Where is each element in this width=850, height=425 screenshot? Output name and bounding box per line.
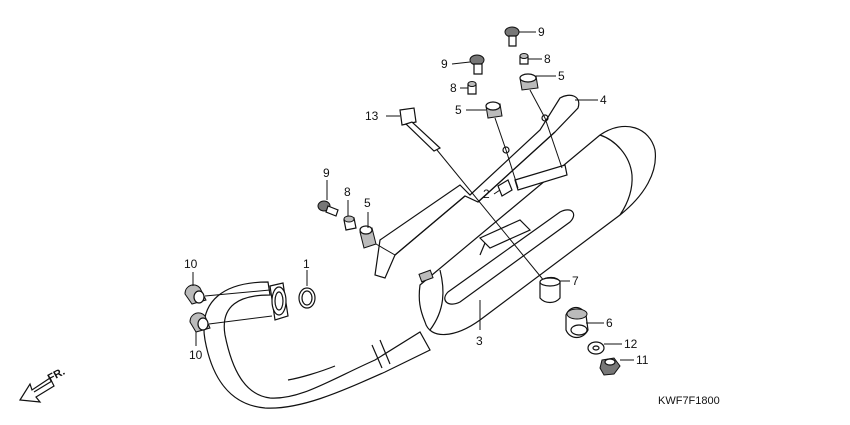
callout-10-upper: 10 [184,257,198,271]
callout-9-left: 9 [323,166,330,180]
callout-4: 4 [600,93,607,107]
callout-8-left: 8 [344,185,351,199]
callout-5-left: 5 [364,196,371,210]
bolt-left [317,200,339,217]
collar-left [343,215,357,231]
front-label: FR. [46,366,67,385]
callout-7: 7 [572,274,579,288]
muffler-protector [374,94,580,283]
callout-2: 2 [483,187,490,201]
callout-9-middle: 9 [441,57,448,71]
collar-right [519,53,529,65]
exhaust-gasket [298,287,316,309]
callout-13: 13 [365,109,379,123]
rubber-mount [565,306,589,339]
callout-5-right: 5 [558,69,565,83]
callout-1: 1 [303,257,310,271]
callout-8-middle: 8 [450,81,457,95]
grommet-right [519,73,546,119]
callout-11: 11 [636,353,649,367]
cap-nut-upper [184,284,271,305]
exhaust-flange [269,282,289,321]
callout-6: 6 [606,316,613,330]
bolt-right [504,26,520,47]
callout-leaders [192,31,634,361]
callout-labels: 1 2 3 4 5 5 5 6 7 8 8 8 9 9 9 10 10 11 1… [184,25,649,367]
clip [497,179,513,197]
collar-middle [467,81,477,95]
long-bolt [399,107,546,283]
cap-nut-lower [189,312,273,333]
mount-bolt [539,276,561,304]
callout-12: 12 [624,337,638,351]
grommet-left [359,225,396,256]
callout-5-middle: 5 [455,103,462,117]
flange-nut [599,357,621,376]
bolt-middle [469,54,485,75]
callout-8-right: 8 [544,52,551,66]
callout-9-right: 9 [538,25,545,39]
diagram-code: KWF7F1800 [658,395,720,407]
muffler [418,125,657,336]
grommet-middle [485,101,507,151]
front-direction-arrow: FR. [18,366,67,403]
washer [587,341,605,355]
callout-10-lower: 10 [189,348,203,362]
exhaust-pipe [203,281,431,409]
callout-3: 3 [476,334,483,348]
